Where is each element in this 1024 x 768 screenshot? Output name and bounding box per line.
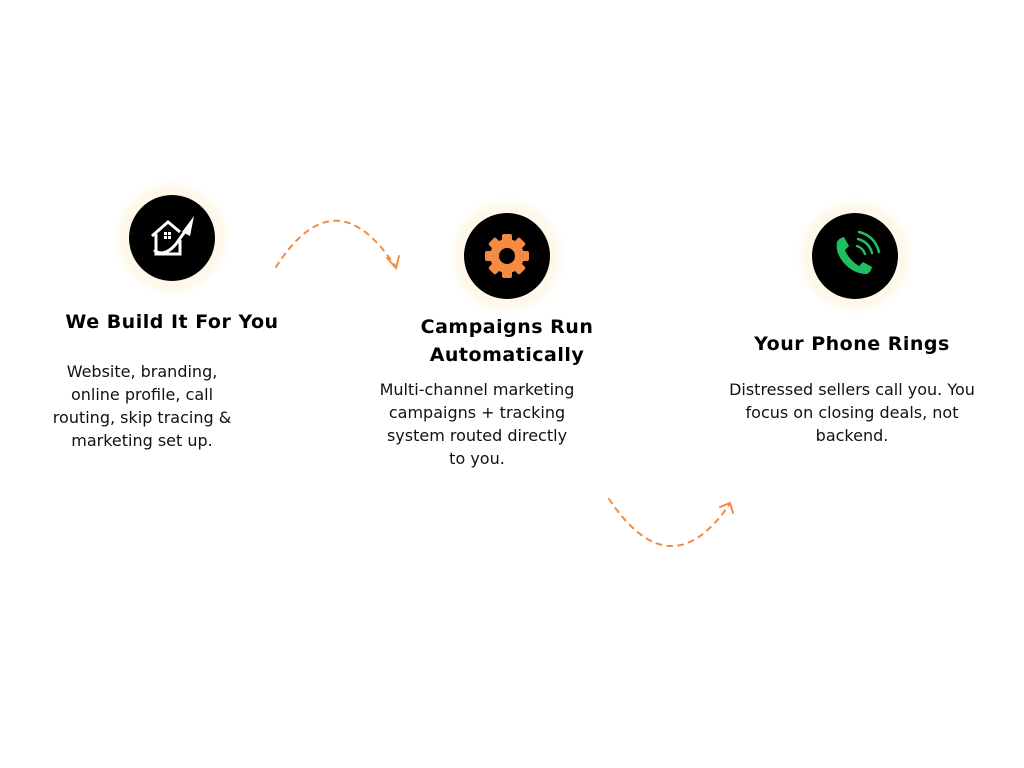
phone-ringing-icon	[836, 230, 881, 274]
step3-icon-badge	[805, 206, 905, 306]
arrow-step1-to-step2	[275, 219, 400, 271]
step2-icon-badge	[457, 206, 557, 306]
step1-title: We Build It For You	[65, 311, 279, 333]
step3-description: Distressed sellers call you. You focus o…	[729, 380, 975, 445]
step2-description: Multi-channel marketing campaigns + trac…	[379, 380, 575, 468]
arrow-step2-to-step3	[608, 498, 734, 547]
house-rocket-icon	[151, 216, 194, 256]
step1-icon-badge	[122, 188, 222, 288]
step3-title: Your Phone Rings	[754, 333, 950, 355]
gear-icon	[485, 234, 529, 278]
step2-title: Campaigns Run Automatically	[420, 316, 594, 366]
step1-description: Website, branding, online profile, call …	[52, 362, 232, 450]
